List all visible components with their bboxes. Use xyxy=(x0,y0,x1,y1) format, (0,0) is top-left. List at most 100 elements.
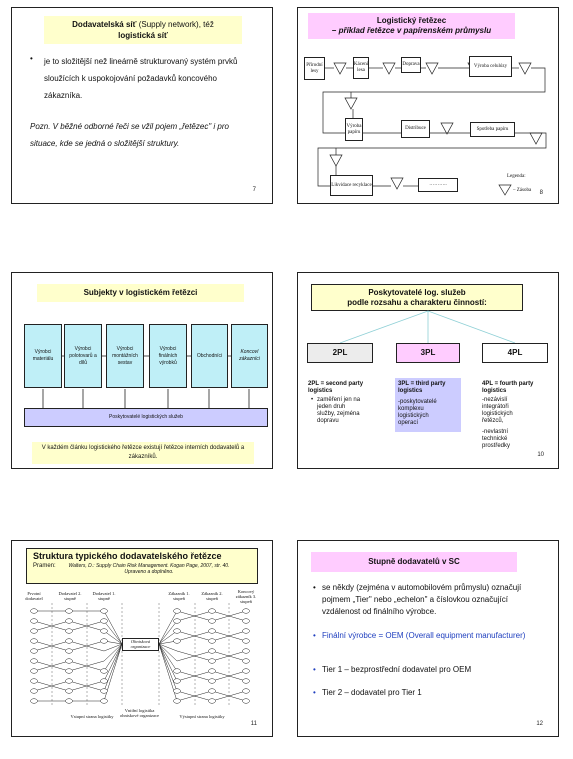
source-text: Walters, D.: Supply Chain Risk Managemen… xyxy=(68,563,230,575)
network-node xyxy=(30,628,38,634)
bullet-dot: • xyxy=(313,631,316,640)
network-node xyxy=(30,678,38,684)
network-node xyxy=(208,668,216,674)
network-node xyxy=(100,618,108,624)
slide-11-header: Struktura typického dodavatelského řetěz… xyxy=(26,548,258,584)
network-node xyxy=(208,608,216,614)
slide-9-footer: V každém článku logistického řetězce exi… xyxy=(32,442,254,464)
network-node xyxy=(100,668,108,674)
network-node xyxy=(173,698,181,704)
box-distribution: Distribuce xyxy=(401,120,430,138)
network-node xyxy=(65,658,73,664)
title-line2: podle rozsahu a charakteru činností: xyxy=(347,298,487,307)
source-label: Pramen: xyxy=(33,563,56,569)
arrows xyxy=(42,355,250,408)
network-node xyxy=(30,648,38,654)
box-transport: Doprava xyxy=(401,57,421,73)
tier-4pl-heading: 4PL = fourth party logistics xyxy=(482,381,534,394)
bottom-left-label: Vstupní strana logistiky xyxy=(70,714,114,719)
tier-4pl-point-1: -nezávislí integrátoři logistických řetě… xyxy=(482,397,513,424)
network-node xyxy=(242,628,250,634)
slide-9: Subjekty v logistickém řetězci Výrobci m… xyxy=(11,272,273,469)
box-natural-forests: Přírodní lesy xyxy=(304,57,325,80)
box-paper-consumption: Spotřeba papíru xyxy=(470,122,515,137)
network-node xyxy=(30,608,38,614)
network-node xyxy=(100,678,108,684)
title-main: Logistický řetězec xyxy=(376,16,447,25)
tier-3pl-heading: 3PL = third party logistics xyxy=(398,381,446,394)
column-traders: Obchodníci xyxy=(191,324,228,388)
slide-7-note-2: situace, kde se jedná o složitější struk… xyxy=(30,139,180,148)
network-node xyxy=(208,698,216,704)
network-node xyxy=(100,638,108,644)
slide-7-bullet: je to složitější než lineárně strukturov… xyxy=(44,57,238,100)
page-number: 8 xyxy=(539,190,543,196)
bullet-dot: • xyxy=(313,688,316,697)
slide-12-title: Stupně dodavatelů v SC xyxy=(311,552,517,572)
supply-network-diagram xyxy=(30,603,250,706)
title-rest: (Supply network), též xyxy=(136,20,214,29)
tier-connectors xyxy=(339,310,516,344)
bullet-dot: • xyxy=(313,665,316,674)
page-number: 7 xyxy=(252,187,256,193)
page-number: 11 xyxy=(250,721,257,727)
network-node xyxy=(173,638,181,644)
col-head-4: Zákazník 1. stupeň xyxy=(168,591,190,601)
network-node xyxy=(242,688,250,694)
network-node xyxy=(65,638,73,644)
network-node xyxy=(208,648,216,654)
slide-11: Struktura typického dodavatelského řetěz… xyxy=(11,540,273,737)
slide-9-title: Subjekty v logistickém řetězci xyxy=(37,284,244,302)
bottom-mid-label: Vnitřní logistika ohniskové organizace xyxy=(119,708,160,718)
network-node xyxy=(208,658,216,664)
network-node xyxy=(208,688,216,694)
network-node xyxy=(65,688,73,694)
title-bold: Dodavatelská síť xyxy=(72,20,137,29)
legend-title: Legenda: xyxy=(507,174,526,179)
title-line1: Poskytovatelé log. služeb xyxy=(368,288,466,297)
network-node xyxy=(242,608,250,614)
network-node xyxy=(100,688,108,694)
page-number: 12 xyxy=(536,721,543,727)
title-sub: – příklad řetězce v papírenském průmyslu xyxy=(331,26,492,35)
slide-8: Logistický řetězec – příklad řetězce v p… xyxy=(297,7,559,204)
network-node xyxy=(65,618,73,624)
page-number: 10 xyxy=(537,452,544,458)
column-final-products: Výrobci finálních výrobků xyxy=(149,324,187,388)
slide-12: Stupně dodavatelů v SC • se někdy (zejmé… xyxy=(297,540,559,737)
network-node xyxy=(30,668,38,674)
network-node xyxy=(242,668,250,674)
network-node xyxy=(100,608,108,614)
network-node xyxy=(30,698,38,704)
slide-12-bullet-2: Finální výrobce = OEM (Overall equipment… xyxy=(322,631,526,640)
box-cellulose: Výroba celulózy xyxy=(469,56,512,77)
network-node xyxy=(30,658,38,664)
col-head-6: Koncový zákazník 3. stupeň xyxy=(235,589,257,604)
bullet-dot: • xyxy=(311,397,314,403)
network-node xyxy=(242,698,250,704)
network-node xyxy=(173,618,181,624)
box-paper-production: Výroba papíru xyxy=(345,118,363,141)
network-node xyxy=(173,608,181,614)
network-node xyxy=(173,688,181,694)
box-logging: Kácení lesa xyxy=(353,57,369,79)
focal-org-box: Ohnisková organizace xyxy=(122,638,159,651)
tier-4pl-point-2: -nevlastní technické prostředky xyxy=(482,429,511,449)
network-node xyxy=(65,628,73,634)
slide-12-bullet-1: se někdy (zejména v automobilovém průmys… xyxy=(322,583,522,616)
slide-7-title: Dodavatelská síť (Supply network), též l… xyxy=(44,16,242,44)
tier-3pl-box: 3PL xyxy=(396,343,460,363)
tier-3pl-point: -poskytovatelé komplexu logistických ope… xyxy=(398,399,437,426)
network-node xyxy=(65,608,73,614)
slide-7: Dodavatelská síť (Supply network), též l… xyxy=(11,7,273,204)
network-node xyxy=(242,618,250,624)
network-node xyxy=(30,688,38,694)
network-node xyxy=(173,628,181,634)
network-node xyxy=(208,628,216,634)
tier-2pl-heading: 2PL = second party logistics xyxy=(308,381,364,394)
network-node xyxy=(242,678,250,684)
network-node xyxy=(65,678,73,684)
network-node xyxy=(30,618,38,624)
network-node xyxy=(100,628,108,634)
col-head-5: Zákazník 2. stupeň xyxy=(201,591,223,601)
